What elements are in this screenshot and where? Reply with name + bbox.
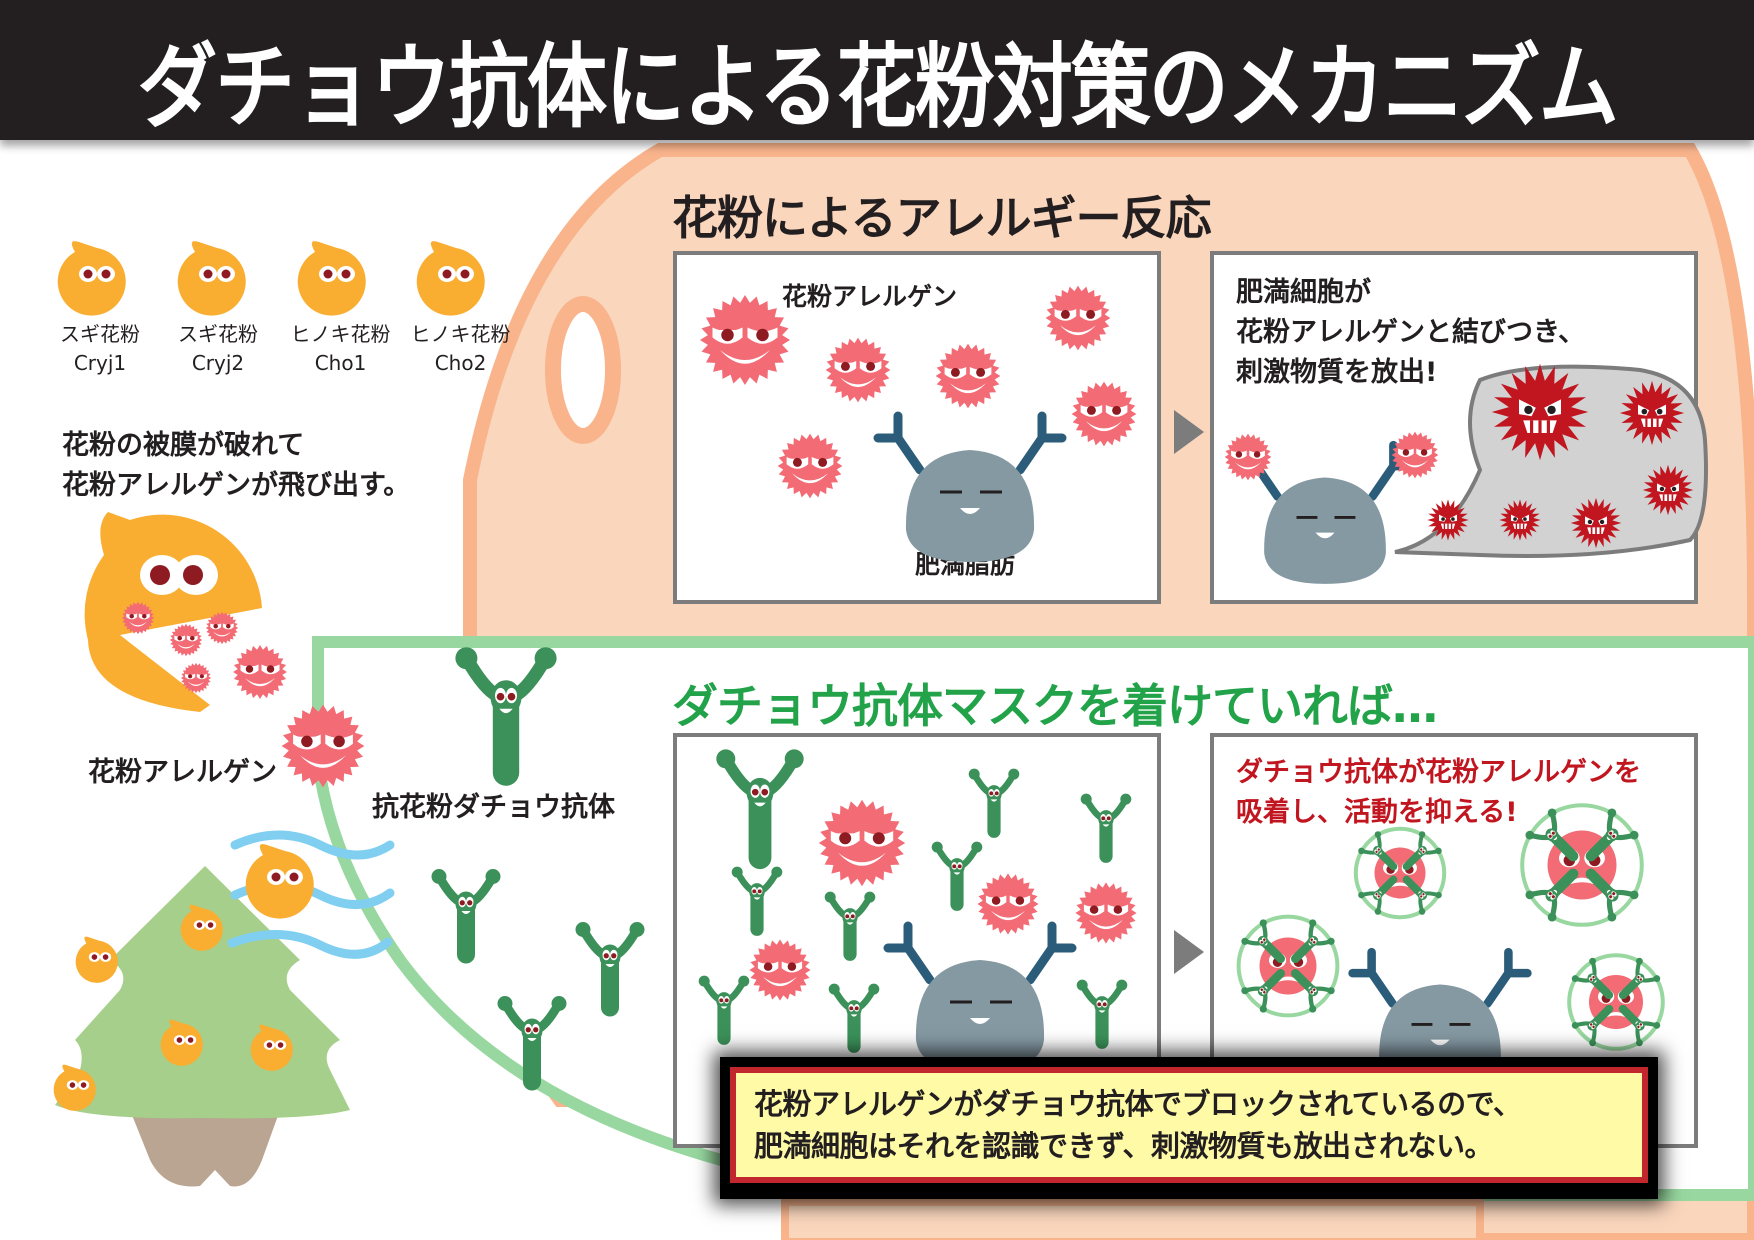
allergy-heading: 花粉によるアレルギー反応 (672, 191, 1212, 245)
callout-line1: 花粉アレルゲンがダチョウ抗体でブロックされているので、 (754, 1087, 1522, 1121)
panel2-text: 肥満細胞が 花粉アレルゲンと結びつき、 刺激物質を放出! (1236, 273, 1585, 393)
callout-box: 花粉アレルゲンがダチョウ抗体でブロックされているので、 肥満細胞はそれを認識でき… (720, 1057, 1658, 1199)
callout-inner: 花粉アレルゲンがダチョウ抗体でブロックされているので、 肥満細胞はそれを認識でき… (730, 1067, 1648, 1183)
page-title: ダチョウ抗体による花粉対策のメカニズム (137, 34, 1619, 141)
mask-panel2-line1: ダチョウ抗体が花粉アレルゲンを (1236, 757, 1641, 788)
panel1-allergen-label: 花粉アレルゲン (782, 282, 958, 311)
pollen-code: Cho2 (434, 351, 487, 375)
panel2-line1: 肥満細胞が (1236, 277, 1371, 308)
burst-caption-line1: 花粉の被膜が破れて (62, 430, 305, 461)
pollen-type-4: ヒノキ花粉 Cho2 (398, 320, 523, 378)
allergy-panel-2: 肥満細胞が 花粉アレルゲンと結びつき、 刺激物質を放出! (1210, 251, 1698, 604)
callout-line2: 肥満細胞はそれを認識できず、刺激物質も放出されない。 (754, 1129, 1493, 1163)
mask-heading: ダチョウ抗体マスクを着けていれば… (672, 679, 1438, 733)
panel1-cell-label: 肥満脂肪 (915, 550, 1016, 579)
neck (781, 1198, 1484, 1240)
pollen-name: スギ花粉 (60, 322, 140, 346)
triangle-right-icon (1174, 410, 1204, 454)
pollen-code: Cryj2 (191, 351, 245, 375)
pollen-type-2: スギ花粉 Cryj2 (158, 320, 278, 378)
pollen-name: スギ花粉 (178, 322, 258, 346)
triangle-right-icon (1174, 930, 1204, 974)
burst-caption: 花粉の被膜が破れて 花粉アレルゲンが飛び出す。 (62, 426, 410, 506)
pollen-code: Cryj1 (73, 351, 127, 375)
mask-panel2-text: ダチョウ抗体が花粉アレルゲンを 吸着し、活動を抑える! (1236, 753, 1641, 833)
pollen-code: Cho1 (314, 351, 367, 375)
panel2-line2: 花粉アレルゲンと結びつき、 (1236, 317, 1586, 348)
panel2-line3: 刺激物質を放出! (1236, 357, 1438, 388)
antibody-label: 抗花粉ダチョウ抗体 (372, 792, 615, 823)
pollen-name: ヒノキ花粉 (410, 322, 511, 346)
burst-caption-line2: 花粉アレルゲンが飛び出す。 (62, 470, 411, 501)
allergy-panel-1: 花粉アレルゲン 肥満脂肪 (673, 251, 1161, 604)
left-allergen-label: 花粉アレルゲン (88, 757, 277, 788)
nose-shape (545, 296, 621, 444)
title-bar: ダチョウ抗体による花粉対策のメカニズム (0, 0, 1754, 141)
mask-panel2-line2: 吸着し、活動を抑える! (1236, 797, 1518, 828)
pollen-type-1: スギ花粉 Cryj1 (40, 320, 160, 378)
pollen-type-3: ヒノキ花粉 Cho1 (278, 320, 403, 378)
pollen-name: ヒノキ花粉 (290, 322, 391, 346)
